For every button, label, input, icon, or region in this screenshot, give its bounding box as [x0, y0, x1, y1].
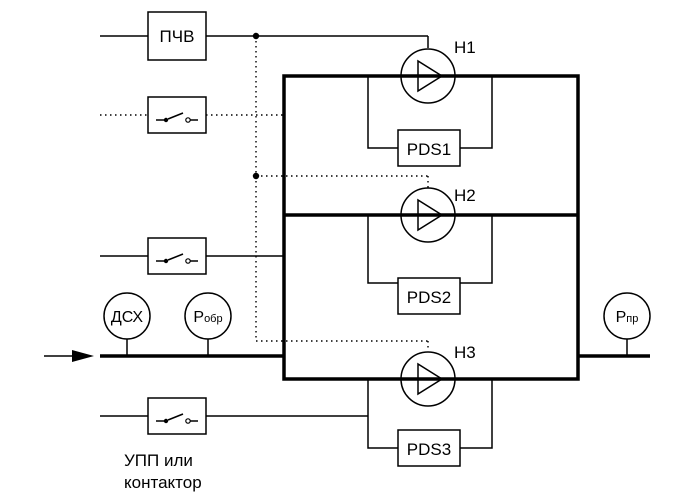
pump-1: PDS1 Н1	[367, 38, 493, 167]
pump3-label: Н3	[454, 343, 476, 362]
svg-text:Pобр: Pобр	[193, 309, 222, 326]
upp-caption-line1: УПП или	[124, 451, 193, 470]
p-pr-main: P	[616, 309, 627, 326]
dsh-label: ДСХ	[111, 309, 143, 326]
pump2-label: Н2	[454, 186, 476, 205]
pipe-frame	[282, 74, 580, 381]
pump-2: PDS2 Н2	[367, 186, 493, 315]
pds2-label: PDS2	[407, 288, 451, 307]
control-lines	[100, 35, 429, 417]
switch-box-2	[147, 237, 207, 275]
dotted-lines	[100, 36, 429, 350]
p-obr-sub: обр	[204, 313, 223, 325]
switch-box-3	[147, 397, 207, 435]
pchv-label: ПЧВ	[160, 27, 195, 46]
pds3-label: PDS3	[407, 440, 451, 459]
pchv-box: ПЧВ	[147, 11, 207, 61]
svg-text:Pпр: Pпр	[616, 309, 639, 326]
suction-pipe	[44, 350, 284, 362]
p-pr-sensor: Pпр	[603, 292, 651, 356]
p-pr-sub: пр	[626, 313, 638, 325]
pds1-label: PDS1	[407, 140, 451, 159]
dsh-sensor: ДСХ	[103, 292, 151, 356]
junction-dot	[252, 172, 260, 180]
switch-box-1	[147, 96, 207, 134]
upp-caption-line2: контактор	[124, 473, 202, 492]
pump1-label: Н1	[454, 38, 476, 57]
p-obr-main: P	[193, 309, 204, 326]
p-obr-sensor: Pобр	[184, 292, 232, 356]
junction-dot	[252, 32, 260, 40]
pump-3: PDS3 Н3	[367, 343, 493, 467]
